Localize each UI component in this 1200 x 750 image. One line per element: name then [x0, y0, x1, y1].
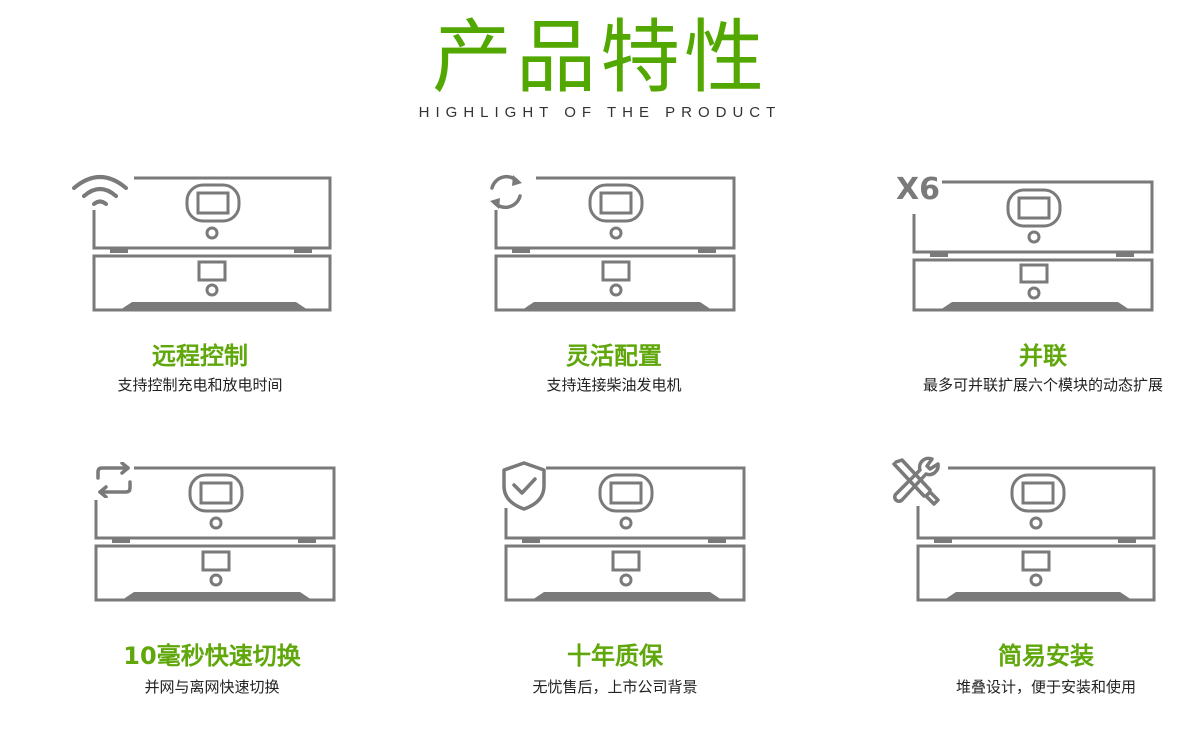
feature-description: 无忧售后，上市公司背景	[532, 678, 698, 696]
feature-title: 并联	[1019, 342, 1067, 370]
battery-device-illustration	[504, 466, 746, 602]
feature-description: 最多可并联扩展六个模块的动态扩展	[922, 376, 1163, 394]
feature-title: 灵活配置	[566, 342, 662, 370]
page-subtitle: HIGHLIGHT OF THE PRODUCT	[418, 104, 782, 121]
feature-title: 10毫秒快速切换	[123, 642, 301, 670]
feature-title: 简易安装	[998, 642, 1094, 670]
sync-icon	[490, 174, 522, 210]
feature-card-parallel: X6 并联 最多可并联扩展六个模块的动态扩展	[890, 170, 1200, 460]
feature-description: 并网与离网快速切换	[144, 678, 280, 696]
switch-arrows-icon	[96, 462, 132, 498]
feature-card-fast-switch: 10毫秒快速切换 并网与离网快速切换	[72, 460, 472, 750]
feature-title: 十年质保	[567, 642, 663, 670]
tools-icon	[892, 456, 940, 506]
feature-description: 支持控制充电和放电时间	[117, 376, 283, 394]
feature-card-easy-install: 简易安装 堆叠设计，便于安装和使用	[890, 456, 1200, 750]
page-title: 产品特性	[432, 11, 768, 104]
battery-device-illustration	[916, 466, 1156, 602]
battery-device-illustration	[494, 176, 736, 312]
feature-description: 堆叠设计，便于安装和使用	[955, 678, 1136, 696]
x6-badge: X6	[896, 172, 941, 207]
feature-card-warranty: 十年质保 无忧售后，上市公司背景	[482, 460, 882, 750]
battery-device-illustration	[92, 176, 332, 312]
feature-description: 支持连接柴油发电机	[546, 376, 682, 394]
feature-title: 远程控制	[152, 342, 248, 370]
feature-card-remote-control: 远程控制 支持控制充电和放电时间	[70, 170, 470, 460]
feature-card-flexible-config: 灵活配置 支持连接柴油发电机	[472, 170, 872, 460]
shield-check-icon	[502, 461, 546, 511]
battery-device-illustration	[912, 180, 1154, 312]
battery-device-illustration	[94, 466, 336, 602]
wifi-icon	[72, 175, 128, 206]
